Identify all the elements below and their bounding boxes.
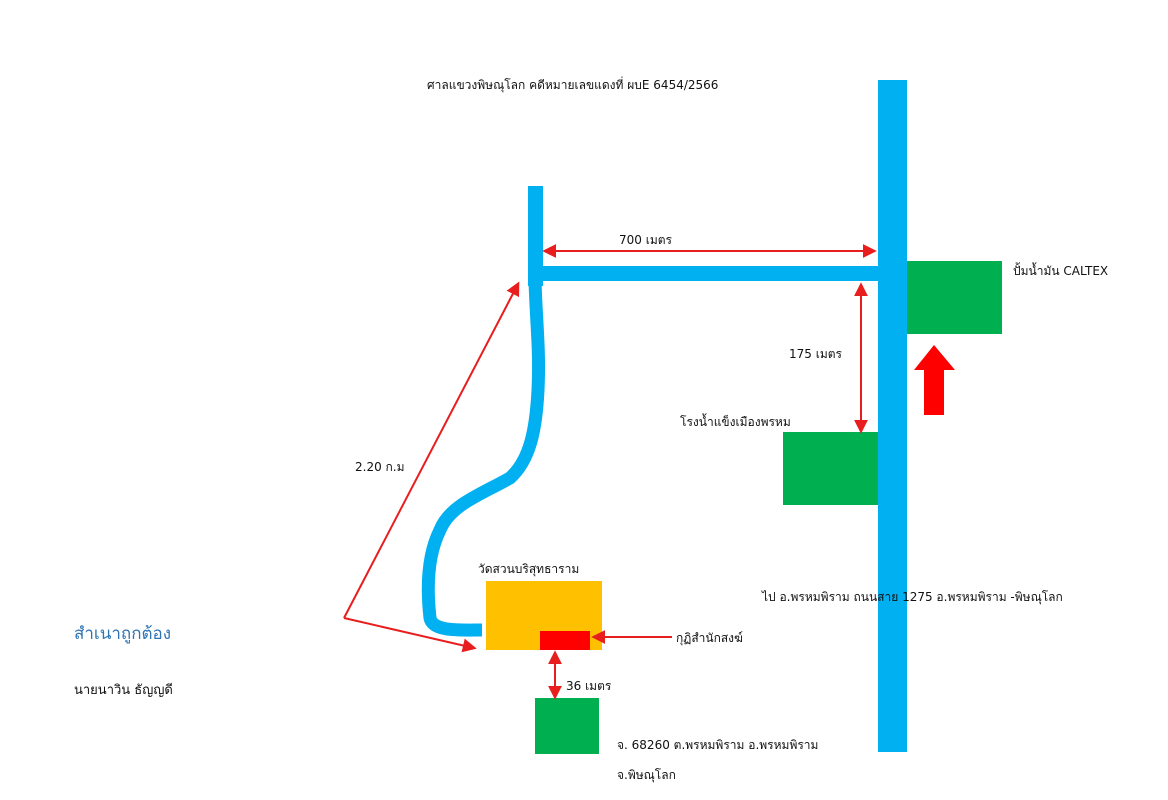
monk-house: [540, 631, 590, 650]
certified-copy-heading: สำเนาถูกต้อง: [74, 624, 172, 644]
distance-36m-label: 36 เมตร: [566, 679, 612, 693]
side-road-stub: [528, 186, 543, 286]
ice-plant-label: โรงน้ำแข็งเมืองพรหม: [680, 415, 791, 429]
temple-label: วัดสวนบริสุทธาราม: [478, 562, 580, 576]
certifier-name: นายนาวิน ธัญญดี: [74, 683, 173, 698]
direction-arrow-icon: [914, 345, 955, 415]
monk-house-label: กุฏิสำนักสงฆ์: [676, 631, 743, 645]
caltex-label: ปั้มน้ำมัน CALTEX: [1013, 264, 1109, 278]
arrow-diagonal-up: [343, 281, 520, 619]
winding-road: [421, 279, 546, 637]
ice-plant: [783, 432, 878, 505]
destination-building: [535, 698, 599, 754]
horizontal-road: [528, 266, 880, 281]
route-label: ไป อ.พรหมพิราม ถนนสาย 1275 อ.พรหมพิราม -…: [762, 590, 1063, 604]
distance-diagonal-label: 2.20 ก.ม: [355, 460, 405, 474]
main-highway: [878, 80, 907, 752]
arrow-diagonal-temple: [343, 617, 477, 653]
address-line1: จ. 68260 ต.พรหมพิราม อ.พรหมพิราม: [617, 738, 819, 752]
address-line2: จ.พิษณุโลก: [617, 768, 676, 782]
distance-700m-label: 700 เมตร: [619, 233, 672, 247]
distance-175m-label: 175 เมตร: [789, 347, 842, 361]
caltex-station: [907, 261, 1002, 334]
map-title: ศาลแขวงพิษณุโลก คดีหมายเลขแดงที่ ผบE 645…: [427, 78, 719, 92]
